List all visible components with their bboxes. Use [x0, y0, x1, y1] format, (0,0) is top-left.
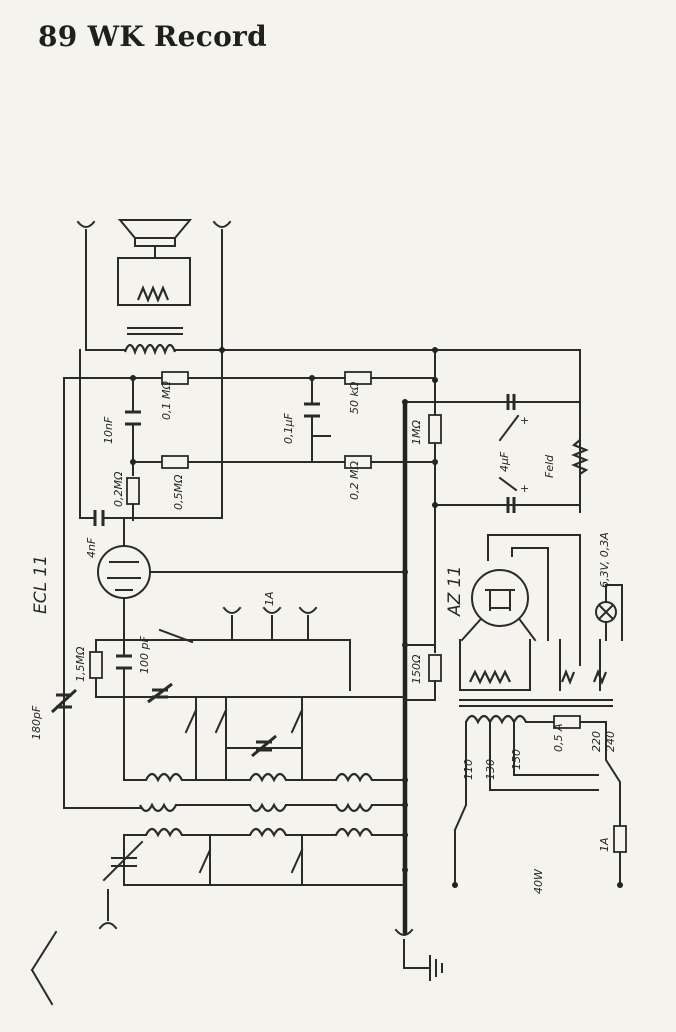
resistor-0-2meg [344, 455, 372, 469]
cap-bottom-plus: + [520, 482, 529, 495]
capacitor-10nf [125, 410, 141, 426]
capacitor-180pf [50, 688, 78, 714]
power-rating: 40W [532, 868, 545, 894]
capacitor-4nf [93, 510, 105, 526]
junction [432, 502, 438, 508]
tap-150: 150 [510, 749, 523, 770]
capacitor-4nf-label: 4nF [85, 537, 98, 558]
capacitor-10nf-label: 10nF [102, 416, 115, 444]
capacitor-100pf [116, 654, 132, 670]
capacitor-0-1uf [304, 402, 320, 418]
wire-4nf [79, 349, 223, 519]
coil-row-2 [139, 802, 406, 813]
switch-blade-3 [290, 708, 304, 734]
switch-1a-sockets [262, 606, 318, 641]
fuse-0-5a-label: 0,5 A [552, 723, 565, 752]
capacitor-100pf-label: 100 pF [138, 636, 151, 674]
tube-ecl11-label: ECL 11 [31, 555, 51, 614]
cap-4uf-label: 4µF [498, 451, 511, 472]
wire-cap-link-2 [498, 476, 518, 492]
ground-socket [394, 928, 443, 981]
resistor-0-2meg-grid [126, 477, 140, 505]
trimmer-cap-2 [251, 734, 277, 758]
output-transformer [123, 327, 183, 356]
ext-speaker-jack-left [76, 220, 96, 351]
junction [402, 399, 408, 405]
junction [402, 867, 408, 873]
switch-blade-1 [184, 708, 198, 734]
resistor-0-5meg-label: 0,5MΩ [172, 474, 185, 510]
field-coil [571, 439, 589, 475]
power-transformer-primary [453, 714, 621, 832]
fuse-1a-label: 1A [598, 837, 611, 852]
page-title: 89 WK Record [38, 20, 267, 53]
junction [219, 347, 225, 353]
capacitor-180pf-label: 180pF [30, 705, 43, 740]
tap-240: 240 [604, 731, 617, 752]
wire-150-down [404, 644, 436, 701]
tube-az11 [460, 534, 581, 666]
resistor-0-2meg-grid-label: 0,2MΩ [112, 471, 125, 507]
resistor-50k-label: 50 kΩ [348, 381, 361, 414]
field-coil-label: Feld [543, 454, 556, 478]
fuse-1a [613, 825, 627, 853]
tube-az11-label: AZ 11 [445, 566, 465, 617]
power-transformer-secondary [459, 639, 613, 707]
resistor-0-1meg-label: 0,1 MΩ [160, 381, 173, 420]
antenna-socket [30, 889, 118, 1006]
resistor-150ohm-label: 150Ω [410, 654, 423, 684]
wire-switch-bank [195, 696, 303, 781]
resistor-150ohm [428, 654, 442, 682]
capacitor-0-1uf-label: 0,1µF [282, 413, 295, 444]
resistor-50k [344, 371, 372, 385]
tap-110: 110 [462, 759, 475, 780]
variable-cap-arrow [102, 840, 144, 882]
switch-1a-label: 1A [263, 591, 276, 606]
resistor-0-2meg-label: 0,2 MΩ [348, 461, 361, 500]
coil-row-1 [123, 772, 406, 783]
ext-speaker-jack-right [212, 220, 232, 519]
junction [130, 459, 136, 465]
mains-terminal [617, 882, 623, 888]
junction [432, 347, 438, 353]
electrolytic-cap-bottom [506, 497, 516, 513]
tube-ecl11 [97, 519, 406, 641]
loudspeaker-symbol [117, 219, 193, 306]
trimmer-cap [147, 682, 173, 704]
resistor-1-5meg [89, 651, 103, 679]
resistor-1meg-label: 1MΩ [410, 420, 423, 445]
pilot-lamp [595, 584, 623, 641]
tap-220: 220 [590, 731, 603, 752]
resistor-1meg [428, 414, 442, 444]
coil-row-3 [123, 827, 406, 838]
cap-top-plus: + [520, 414, 529, 427]
mains-terminal [452, 882, 458, 888]
wire-coil-switches [123, 834, 406, 886]
switch-blade-2 [214, 708, 228, 734]
electrolytic-cap-top [506, 394, 516, 410]
pilot-lamp-label: 6,3V, 0,3A [598, 532, 611, 588]
wire-cap-link [498, 414, 520, 442]
wire-left-rail [63, 377, 141, 809]
tap-130: 130 [484, 759, 497, 780]
resistor-0-5meg [161, 455, 189, 469]
pickup-socket [158, 606, 242, 644]
resistor-0-1meg [161, 371, 189, 385]
resistor-1-5meg-label: 1,5MΩ [74, 646, 87, 682]
